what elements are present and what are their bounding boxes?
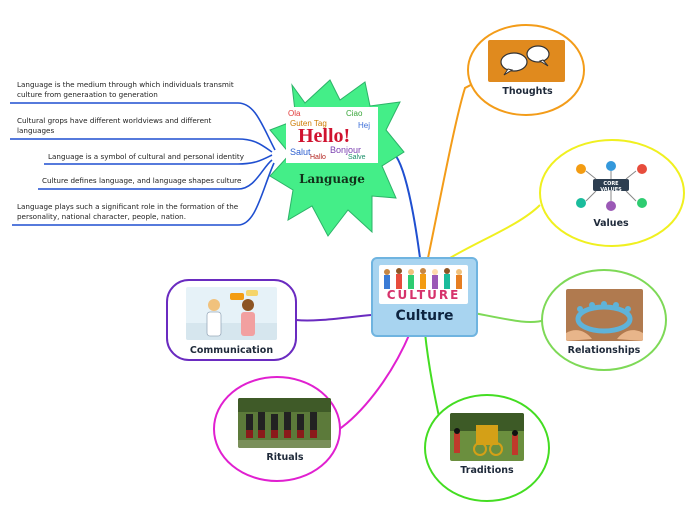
traditions-picture [450,413,524,461]
note-line-3 [44,154,273,165]
cloud-word-ciao: Ciao [346,109,363,118]
connector-values [449,204,541,259]
note-line-2 [10,138,273,153]
note-line-4 [38,159,273,190]
note-line-5 [12,162,275,226]
language-label[interactable]: Language [299,172,365,186]
values-picture-text: CORE VALUES [600,181,622,193]
cloud-word-guten-tag: Guten Tag [290,119,327,128]
culture-picture-word: CULTURE [386,288,461,302]
connector-communication [295,314,372,322]
culture-title: Culture [395,308,454,324]
language-note-4[interactable]: Culture defines language, and language s… [42,176,242,185]
pipe-band-parade-icon [238,398,331,448]
values-picture: CORE VALUES [566,159,656,214]
rituals-picture [238,398,331,448]
language-note-1[interactable]: Language is the medium through which ind… [17,80,234,99]
values-label[interactable]: Values [593,218,629,229]
language-note-2[interactable]: Cultural grops have different worldviews… [17,116,212,135]
cloud-word-ola: Ola [288,109,301,118]
two-people-talking-icon [186,290,277,340]
cloud-word-salut: Salut [290,147,311,157]
core-values-icon [576,161,647,211]
cloud-main-hello: Hello! [298,125,351,147]
communication-label[interactable]: Communication [189,345,274,356]
thoughts-label[interactable]: Thoughts [502,86,553,97]
connector-rituals [337,332,411,431]
connector-language [391,151,421,259]
relationships-picture [566,289,643,341]
people-illustration-icon [383,268,464,303]
speech-bubbles-icon [500,45,550,76]
paper-chain-people-icon [566,301,643,341]
cloud-word-hallo: Hallo [310,154,326,161]
culture-center-node[interactable]: CULTURE Culture [371,257,478,337]
cloud-word-salve: Salve [348,154,366,161]
connector-thoughts [427,75,489,259]
connector-relationships [473,312,546,323]
culture-people-picture: CULTURE [379,265,468,304]
cloud-word-hej: Hej [358,121,371,130]
language-note-3[interactable]: Language is a symbol of cultural and per… [48,152,244,161]
royal-carriage-icon [450,413,524,456]
language-note-5[interactable]: Language plays such a significant role i… [17,202,239,221]
thoughts-picture [488,40,565,82]
traditions-label[interactable]: Traditions [460,465,514,476]
note-line-1 [10,102,276,151]
language-word-cloud: Ola Guten Tag Ciao Hello! Hej Salut Bonj… [286,107,378,163]
rituals-label[interactable]: Rituals [266,452,304,463]
cloud-word-bonjour: Bonjour [330,145,362,155]
relationships-label[interactable]: Relationships [567,345,641,356]
communication-picture [186,287,277,340]
